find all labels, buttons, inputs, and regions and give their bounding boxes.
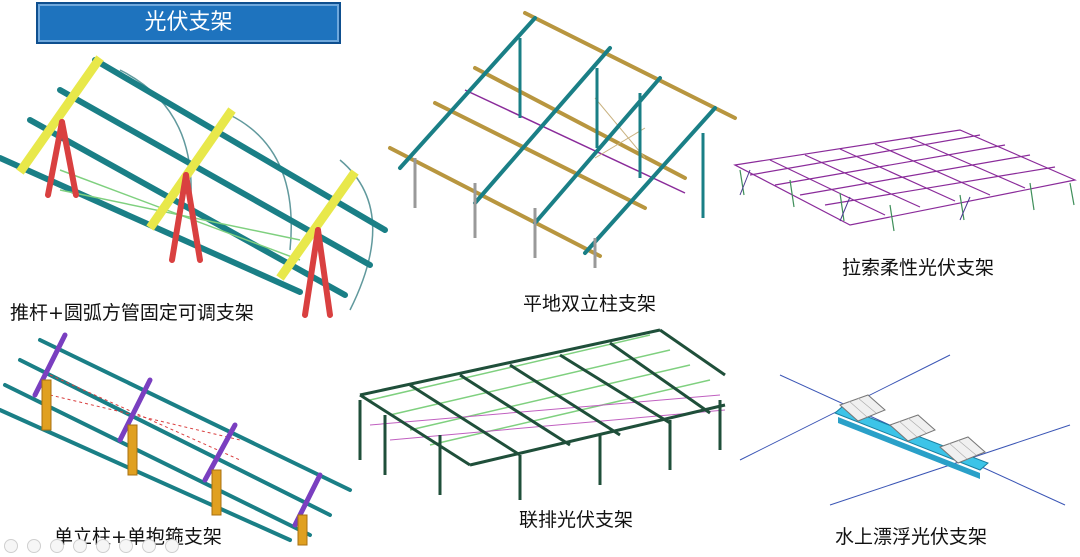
slide-dot[interactable] bbox=[27, 539, 41, 553]
caption-row-connected-bracket: 联排光伏支架 bbox=[519, 509, 634, 531]
caption-single-column-bracket: 单立柱+单抱箍支架 bbox=[54, 526, 222, 548]
caption-double-column-bracket: 平地双立柱支架 bbox=[523, 293, 657, 315]
drawing-single-column-bracket bbox=[0, 332, 352, 546]
slide-dot[interactable] bbox=[96, 539, 110, 553]
slide-dot[interactable] bbox=[73, 539, 87, 553]
drawing-double-column-bracket bbox=[388, 11, 737, 268]
slide-indicator-dots bbox=[4, 538, 188, 557]
caption-cable-flexible-bracket: 拉索柔性光伏支架 bbox=[842, 257, 995, 279]
slide-dot[interactable] bbox=[142, 539, 156, 553]
caption-pushrod-arc-bracket: 推杆+圆弧方管固定可调支架 bbox=[10, 302, 254, 324]
slide-dot[interactable] bbox=[50, 539, 64, 553]
slide-dot[interactable] bbox=[4, 539, 18, 553]
slide-dot[interactable] bbox=[119, 539, 133, 553]
drawing-floating-bracket bbox=[739, 354, 1071, 506]
drawing-row-connected-bracket bbox=[358, 328, 726, 500]
drawing-pushrod-arc-bracket bbox=[0, 55, 388, 318]
drawing-cable-flexible-bracket bbox=[733, 129, 1077, 232]
slide-dot[interactable] bbox=[165, 539, 179, 553]
caption-floating-bracket: 水上漂浮光伏支架 bbox=[835, 526, 988, 548]
page-title: 光伏支架 bbox=[144, 10, 233, 35]
page-title-banner: 光伏支架 bbox=[36, 2, 341, 44]
